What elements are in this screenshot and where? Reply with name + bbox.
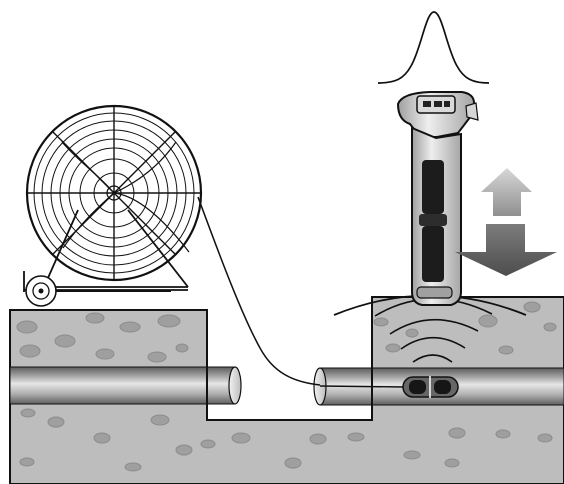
sonde-icon	[402, 376, 459, 398]
rodder-cable-icon	[197, 196, 321, 386]
ground-cross-section	[9, 296, 564, 484]
trench-outline	[206, 297, 373, 421]
locator-icon	[396, 91, 479, 306]
signal-curve-icon	[377, 11, 490, 84]
reel-icon	[23, 104, 203, 307]
down-arrow-icon	[455, 224, 557, 276]
up-arrow-icon	[481, 168, 532, 216]
signal-waves-icon	[374, 298, 493, 363]
rodder-cable-connection	[319, 385, 404, 388]
ground-stones	[16, 301, 557, 472]
pipe-left	[9, 366, 242, 405]
